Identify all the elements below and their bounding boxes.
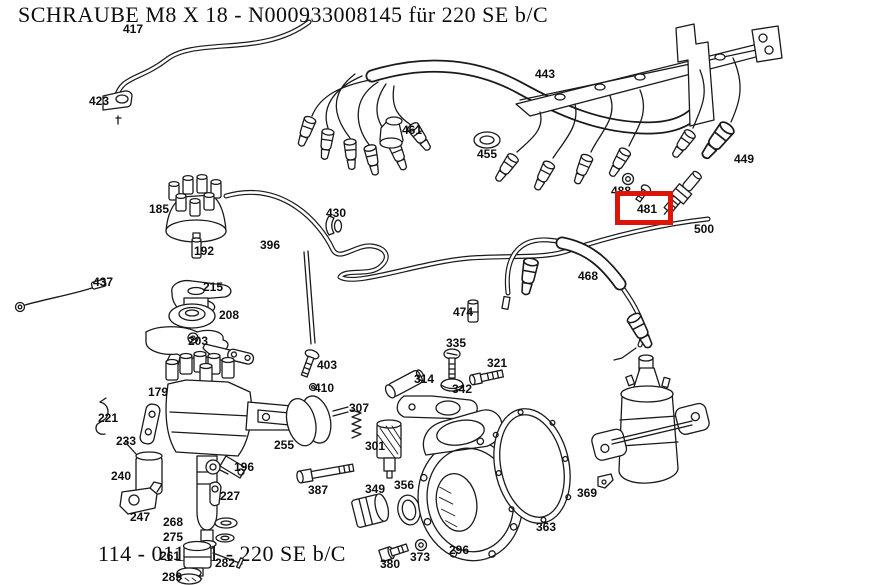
part-label-342[interactable]: 342: [451, 382, 473, 396]
carbon-brush-drawing: [191, 232, 202, 259]
insulator-drawing: [379, 116, 404, 149]
bracket-drawing: [139, 403, 161, 445]
bolt-387-drawing: [296, 463, 355, 484]
part-label-196[interactable]: 196: [233, 460, 255, 474]
part-label-255[interactable]: 255: [273, 438, 295, 452]
clamp-247-drawing: [119, 481, 163, 515]
part-label-314[interactable]: 314: [413, 372, 435, 386]
part-label-215[interactable]: 215: [202, 280, 224, 294]
long-screw-403-drawing: [300, 250, 320, 378]
rotor-arm-314-drawing: [384, 369, 478, 420]
part-label-380[interactable]: 380: [379, 557, 401, 571]
wire-harness-drawing: [294, 23, 783, 193]
part-label-240[interactable]: 240: [110, 469, 132, 483]
screw-196-drawing: [205, 459, 229, 475]
part-label-387[interactable]: 387: [307, 483, 329, 497]
part-label-301[interactable]: 301: [364, 439, 386, 453]
part-label-443[interactable]: 443: [534, 67, 556, 81]
part-label-179[interactable]: 179: [147, 385, 169, 399]
distributor-cap-drawing: [165, 173, 227, 243]
plug-349-drawing: [351, 493, 390, 528]
page-title: SCHRAUBE M8 X 18 - N000933008145 für 220…: [18, 2, 549, 27]
part-label-500[interactable]: 500: [693, 222, 715, 236]
gasket-363-drawing: [492, 408, 572, 524]
cap-nut-342-drawing: [440, 378, 464, 392]
part-label-363[interactable]: 363: [535, 520, 557, 534]
part-label-430[interactable]: 430: [325, 206, 347, 220]
part-label-474[interactable]: 474: [452, 305, 474, 319]
cam-301-drawing: [376, 419, 402, 479]
vacuum-tube-drawing: [102, 19, 312, 125]
part-label-185[interactable]: 185: [148, 202, 170, 216]
part-label-356[interactable]: 356: [393, 478, 415, 492]
ht-cable-468-drawing: [501, 236, 657, 361]
part-label-455[interactable]: 455: [476, 147, 498, 161]
part-label-481[interactable]: 481: [636, 202, 658, 216]
distributor-body-drawing: [165, 350, 299, 549]
screw-321-drawing: [468, 369, 505, 386]
grommet-drawing: [473, 131, 501, 149]
part-label-321[interactable]: 321: [486, 356, 508, 370]
part-label-417[interactable]: 417: [122, 22, 144, 36]
screw-335-drawing: [443, 348, 461, 379]
part-label-373[interactable]: 373: [409, 550, 431, 564]
condenser-drawing: [123, 440, 163, 495]
part-label-203[interactable]: 203: [187, 334, 209, 348]
shaft-stack-drawing: [176, 517, 245, 585]
clip-227-drawing: [209, 481, 222, 507]
part-label-282[interactable]: 282: [214, 556, 236, 570]
part-label-208[interactable]: 208: [218, 308, 240, 322]
part-label-296[interactable]: 296: [448, 543, 470, 557]
part-label-423[interactable]: 423: [88, 94, 110, 108]
part-label-307[interactable]: 307: [348, 401, 370, 415]
part-label-449[interactable]: 449: [733, 152, 755, 166]
dust-shield-drawing: [168, 303, 216, 329]
part-label-410[interactable]: 410: [313, 381, 335, 395]
part-label-461[interactable]: 461: [401, 123, 423, 137]
vacuum-unit-drawing: [257, 395, 349, 447]
part-label-268[interactable]: 268: [162, 515, 184, 529]
part-label-403[interactable]: 403: [316, 358, 338, 372]
washer-373-drawing: [414, 538, 428, 552]
sleeve-474-drawing: [467, 299, 479, 323]
condenser-lead-drawing: [14, 278, 107, 313]
highlight-box[interactable]: [615, 191, 673, 225]
part-label-396[interactable]: 396: [259, 238, 281, 252]
clip-drawing: [95, 397, 109, 435]
spring-307-drawing: [351, 409, 362, 439]
part-label-233[interactable]: 233: [115, 434, 137, 448]
footer-part-code: 114 - 011021 - 220 SE b/C: [98, 541, 346, 566]
grub-410-drawing: [308, 382, 318, 392]
part-label-227[interactable]: 227: [219, 489, 241, 503]
part-label-335[interactable]: 335: [445, 336, 467, 350]
part-label-221[interactable]: 221: [97, 411, 119, 425]
part-label-192[interactable]: 192: [193, 244, 215, 258]
part-label-437[interactable]: 437: [92, 275, 114, 289]
part-label-275[interactable]: 275: [162, 530, 184, 544]
cable-clip-drawing: [325, 215, 343, 236]
part-label-261[interactable]: 261: [159, 549, 181, 563]
ignition-coil-drawing: [591, 354, 710, 489]
part-label-468[interactable]: 468: [577, 269, 599, 283]
bolt-380-drawing: [378, 543, 409, 563]
part-label-369[interactable]: 369: [576, 486, 598, 500]
part-label-349[interactable]: 349: [364, 482, 386, 496]
part-label-289[interactable]: 289: [161, 570, 183, 584]
part-label-247[interactable]: 247: [129, 510, 151, 524]
